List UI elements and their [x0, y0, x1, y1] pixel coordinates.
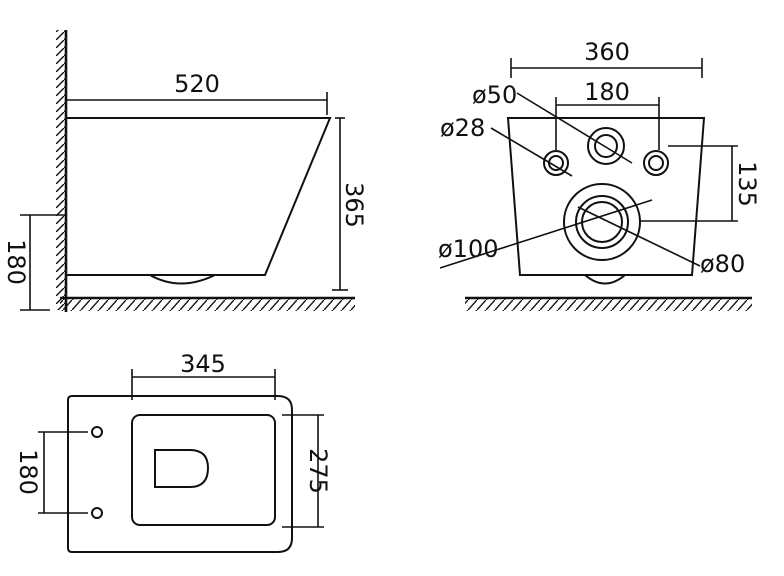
- wall: [56, 30, 68, 312]
- side-inlet-height-label: 180: [2, 239, 30, 285]
- top-width-dimension: 345: [131, 350, 276, 400]
- top-bowl-opening: [154, 449, 210, 488]
- leader-100: [439, 199, 653, 269]
- bolt-hole-top: [91, 426, 103, 438]
- top-bowl-outline: [67, 395, 293, 553]
- side-height-label: 365: [340, 182, 368, 228]
- outlet-outer-label: ø100: [438, 235, 499, 263]
- bolt-hole-bottom: [91, 507, 103, 519]
- top-bolt-spacing-label: 180: [14, 449, 42, 495]
- side-width-label: 520: [174, 70, 220, 98]
- right-inlet-inner: [648, 155, 664, 171]
- top-width-label: 345: [180, 350, 226, 378]
- inlet-height-dimension: 180: [2, 214, 66, 311]
- rear-outlet-outline: [584, 274, 626, 285]
- top-depth-label: 275: [304, 448, 332, 494]
- rear-width-dimension: 360: [510, 38, 703, 78]
- top-seat-outline: [131, 414, 276, 526]
- leader-50: [516, 92, 633, 164]
- floor-left: [60, 296, 355, 311]
- top-bolt-spacing-dimension: 180: [14, 431, 88, 514]
- rear-inlet-spacing-label: 180: [584, 78, 630, 106]
- small-inlet-label: ø28: [440, 114, 485, 142]
- center-inlet-inner: [594, 134, 618, 158]
- rear-width-label: 360: [584, 38, 630, 66]
- side-outlet-outline: [149, 274, 216, 285]
- side-view: 520 365 180: [2, 30, 368, 312]
- left-inlet-outer: [543, 150, 569, 176]
- rear-inlet-height-label: 135: [733, 161, 761, 207]
- outlet-mid: [575, 195, 629, 249]
- leader-80: [577, 206, 701, 267]
- width-dimension: 520: [65, 70, 328, 115]
- top-view: 345 180 275: [14, 350, 332, 553]
- outlet-outer: [563, 183, 641, 261]
- center-inlet-outer: [587, 127, 625, 165]
- outlet-inner: [581, 201, 623, 243]
- top-depth-dimension: 275: [282, 414, 332, 528]
- leader-28: [490, 127, 573, 177]
- height-dimension: 365: [332, 117, 368, 291]
- floor-right: [465, 296, 752, 311]
- outlet-inner-label: ø80: [700, 250, 745, 278]
- rear-inlet-height-dimension: 135: [640, 145, 761, 222]
- rear-bowl-outline: [506, 117, 706, 276]
- rear-inlet-spacing-dimension: 180: [555, 78, 660, 150]
- rear-view: 360 180 135 ø50 ø28 ø100 ø80: [438, 38, 761, 311]
- big-inlet-label: ø50: [472, 81, 517, 109]
- side-bowl-outline: [65, 117, 332, 276]
- right-inlet-outer: [643, 150, 669, 176]
